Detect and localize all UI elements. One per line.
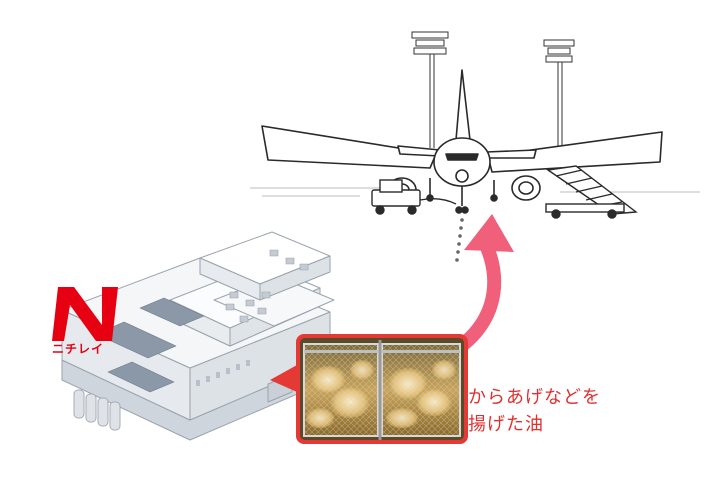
solar-panels — [95, 297, 205, 393]
ground-vehicle — [371, 179, 457, 215]
caption-line-1: からあげなどを — [468, 387, 601, 408]
dotted-path — [455, 218, 464, 262]
factory-windows — [196, 360, 250, 386]
caption-line-2: 揚げた油 — [468, 414, 544, 435]
light-pole-right — [543, 39, 575, 162]
rooftop-units — [225, 249, 309, 323]
stairs-truck — [545, 165, 638, 219]
silos — [73, 389, 121, 431]
fryer-oil-photo — [296, 334, 468, 444]
ground-lines — [250, 187, 700, 197]
airplane-scene — [250, 31, 700, 262]
oil-caption: からあげなどを 揚げた油 — [468, 384, 601, 438]
nichirei-n-logo-icon — [52, 287, 118, 341]
logo-caption: ニチレイ — [52, 342, 105, 356]
light-pole-left — [411, 31, 449, 148]
